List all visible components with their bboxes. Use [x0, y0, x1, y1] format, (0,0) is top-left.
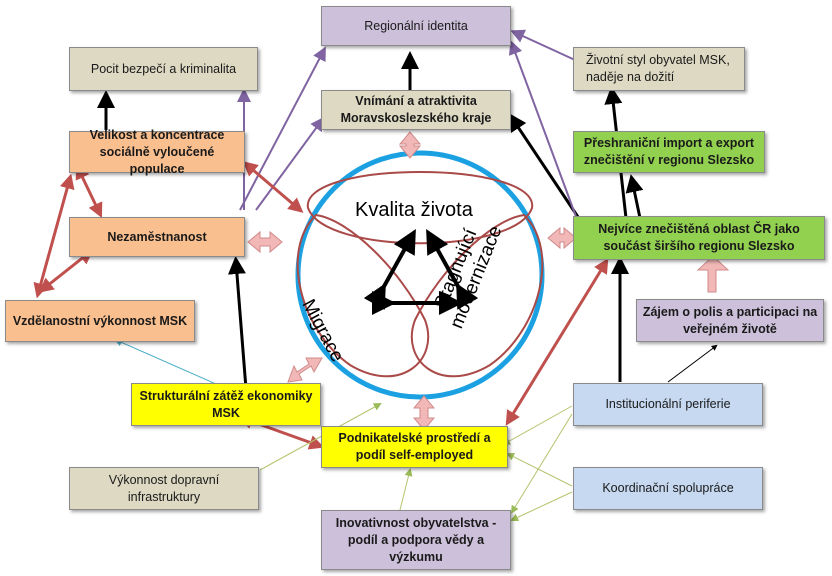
box-institutional-periphery[interactable]: Institucionální periferie — [573, 383, 763, 426]
box-lifestyle-label: Životní styl obyvatel MSK, naděje na dož… — [586, 53, 730, 84]
red-arrows — [33, 161, 609, 450]
box-crossborder-pollution[interactable]: Přeshraniční import a export znečištění … — [573, 131, 765, 173]
box-excluded-population-label: Velikost a koncentrace sociálně vyloučen… — [89, 127, 225, 176]
box-safety-label: Pocit bezpečí a kriminalita — [90, 61, 237, 76]
box-education-label: Vzdělanostní výkonnost MSK — [12, 313, 188, 328]
core-label-quality-of-life: Kvalita života — [355, 199, 473, 221]
box-coordination-label: Koordinační spolupráce — [602, 481, 734, 495]
box-transport-infrastructure-label: Výkonnost dopravní infrastruktury — [108, 472, 220, 504]
black-arrows — [97, 51, 644, 415]
thin-teal-arrow — [114, 338, 217, 385]
box-unemployment-label: Nezaměstnanost — [107, 229, 207, 244]
box-structural-burden-label: Strukturální zátěž ekonomiky MSK — [139, 388, 313, 420]
box-business-environment[interactable]: Podnikatelské prostředí a podíl self-emp… — [321, 426, 508, 468]
box-perception-label: Vnímání a atraktivita Moravskoslezského … — [340, 94, 492, 125]
box-polis-participation[interactable]: Zájem o polis a participaci na veřejném … — [636, 299, 824, 342]
thin-arrows — [259, 403, 573, 522]
box-innovation[interactable]: Inovativnost obyvatelstva - podíl a podp… — [321, 510, 511, 570]
box-education[interactable]: Vzdělanostní výkonnost MSK — [5, 300, 195, 342]
box-excluded-population[interactable]: Velikost a koncentrace sociálně vyloučen… — [69, 128, 245, 176]
box-innovation-label: Inovativnost obyvatelstva - podíl a podp… — [335, 515, 497, 564]
box-most-polluted-area[interactable]: Nejvíce znečištěná oblast ČR jako součás… — [573, 216, 825, 260]
box-unemployment[interactable]: Nezaměstnanost — [69, 217, 245, 257]
box-transport-infrastructure[interactable]: Výkonnost dopravní infrastruktury — [69, 467, 259, 510]
pink-double-arrows — [247, 131, 730, 431]
box-most-polluted-area-label: Nejvíce znečištěná oblast ČR jako součás… — [598, 222, 800, 253]
box-perception[interactable]: Vnímání a atraktivita Moravskoslezského … — [321, 90, 511, 130]
core-arrows — [363, 229, 479, 315]
box-polis-participation-label: Zájem o polis a participaci na veřejném … — [642, 304, 818, 336]
thin-black-arrow — [667, 344, 718, 383]
box-coordination[interactable]: Koordinační spolupráce — [573, 467, 763, 510]
box-business-environment-label: Podnikatelské prostředí a podíl self-emp… — [338, 431, 491, 462]
box-crossborder-pollution-label: Přeshraniční import a export znečištění … — [583, 136, 755, 167]
box-regional-identity[interactable]: Regionální identita — [321, 6, 511, 46]
box-safety[interactable]: Pocit bezpečí a kriminalita — [69, 47, 258, 91]
box-lifestyle[interactable]: Životní styl obyvatel MSK, naděje na dož… — [573, 47, 745, 91]
box-regional-identity-label: Regionální identita — [364, 18, 468, 33]
box-institutional-periphery-label: Institucionální periferie — [605, 397, 731, 411]
box-structural-burden[interactable]: Strukturální zátěž ekonomiky MSK — [131, 383, 321, 426]
